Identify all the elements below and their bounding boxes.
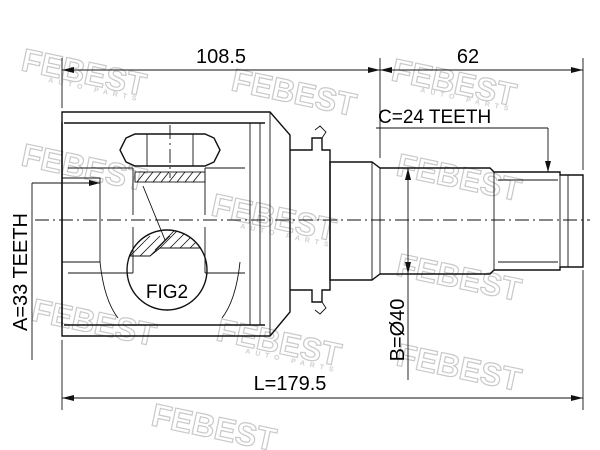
roller-bearing: [119, 125, 221, 183]
watermark-text: FEBEST: [229, 62, 360, 124]
watermark-text: FEBEST: [394, 247, 525, 309]
cv-joint-housing: [61, 111, 291, 337]
dim-shaft-diameter: B=Ø40: [387, 168, 411, 380]
shaft-diameter-value: B=Ø40: [387, 299, 409, 362]
output-shaft: [329, 161, 584, 281]
dim-shaft-length: 62: [380, 46, 584, 170]
watermark-text: FEBEST: [394, 147, 525, 209]
dim-housing-length: 108.5: [61, 46, 381, 158]
shaft-length-value: 62: [457, 46, 479, 68]
watermark-text: FEBEST: [149, 397, 280, 450]
outer-teeth-callout: C=24 TEETH: [376, 107, 551, 172]
inner-teeth-callout: A=33 TEETH: [10, 180, 100, 360]
watermark-text: FEBEST: [19, 137, 150, 199]
housing-length-value: 108.5: [196, 46, 246, 68]
total-length-value: L=179.5: [254, 373, 327, 395]
fig2-label: FIG2: [146, 282, 188, 303]
outer-teeth-label: C=24 TEETH: [378, 107, 491, 128]
watermark-text: FEBEST: [29, 292, 160, 354]
fig2-detail: FIG2: [126, 229, 208, 311]
watermark-text: FEBEST: [394, 337, 525, 399]
dim-total-length: L=179.5: [61, 270, 584, 410]
inner-teeth-label: A=33 TEETH: [10, 213, 32, 331]
